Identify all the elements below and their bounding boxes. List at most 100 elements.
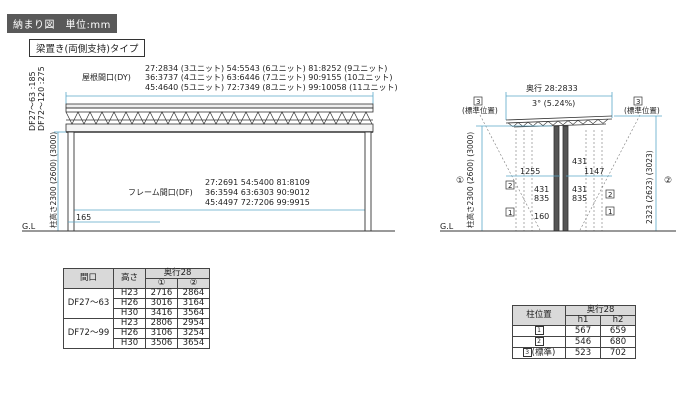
pos3-left-sym: 3 xyxy=(476,98,480,106)
dim-835-left: 835 xyxy=(534,194,549,203)
pos3-right-sym: 3 xyxy=(636,98,640,106)
roof-line-1: 27:2834 (3ユニット) 54:5543 (6ユニット) 81:8252 … xyxy=(145,64,387,73)
cell: H30 xyxy=(113,338,146,349)
position-cell: 1 xyxy=(512,325,566,337)
side-center-posts xyxy=(553,125,569,232)
dim-431-right: 431 xyxy=(572,185,587,194)
side-height-dimensions xyxy=(476,115,662,231)
cell: 2806 xyxy=(145,318,178,329)
group-name: DF27～63 xyxy=(63,288,114,319)
group-name: DF72～99 xyxy=(63,318,114,349)
table-row: 2 546 680 xyxy=(512,336,636,348)
section-title: 納まり図 単位:mm xyxy=(7,14,117,33)
table-row: 1 567 659 xyxy=(512,325,636,337)
frame-opening-label: フレーム間口(DF) xyxy=(128,188,193,197)
df-label-1: DF27～63 :185 xyxy=(28,71,37,131)
pos1-left-sym: 1 xyxy=(508,209,512,217)
cell: H26 xyxy=(113,298,146,309)
slope-label: 3° (5.24%) xyxy=(532,99,575,108)
table-row: H30 3506 3654 xyxy=(64,338,210,349)
cell: 680 xyxy=(600,336,636,348)
pos-symbol: 2 xyxy=(534,337,544,346)
cell: 3416 xyxy=(145,308,178,319)
pos-symbol: 3 xyxy=(522,348,532,357)
side-depth-label: 奥行 28:2833 xyxy=(526,83,578,93)
cell: 523 xyxy=(565,347,601,359)
front-height-dimension xyxy=(54,131,66,231)
cell: 3106 xyxy=(145,328,178,339)
th-col2: ② xyxy=(177,278,210,289)
side-circ1: ① xyxy=(456,176,464,186)
cell: 2864 xyxy=(177,288,210,299)
dim-1147: 1147 xyxy=(584,167,604,176)
cell: 2954 xyxy=(177,318,210,329)
roof-truss xyxy=(65,111,373,125)
position-cell: 2 xyxy=(512,336,566,348)
cell: 3506 xyxy=(145,338,178,349)
cell: 3654 xyxy=(177,338,210,349)
std-pos-left: (標準位置) xyxy=(462,105,498,115)
cell: H30 xyxy=(113,308,146,319)
pos3-right-box xyxy=(633,96,643,106)
pos2-left-box xyxy=(505,180,515,190)
side-height-right: 2323 (2623) (3023) xyxy=(645,150,654,224)
th-opening: 間口 xyxy=(63,268,114,289)
side-roof xyxy=(505,115,613,128)
cell: 2716 xyxy=(145,288,178,299)
pos3-left-box xyxy=(473,96,483,106)
pos1-left-box xyxy=(505,207,515,217)
table-row: DF72～99 H23 2806 2954 xyxy=(63,318,210,349)
pos1-right-sym: 1 xyxy=(608,208,612,216)
cell: 3164 xyxy=(177,298,210,309)
dim-165: 165 xyxy=(76,213,91,222)
pos-label: (標準) xyxy=(531,348,556,358)
pos-symbol: 1 xyxy=(534,326,544,335)
cell: H23 xyxy=(113,318,146,329)
dim-431-top: 431 xyxy=(572,157,587,166)
dim-431-left: 431 xyxy=(534,185,549,194)
side-circ2: ② xyxy=(664,176,672,186)
side-roof-truss xyxy=(507,118,609,128)
table-row: 3(標準) 523 702 xyxy=(512,347,636,359)
th-post-position: 柱位置 xyxy=(512,305,566,326)
dim-1255: 1255 xyxy=(520,167,540,176)
cell: H26 xyxy=(113,328,146,339)
position-cell: 3(標準) xyxy=(512,347,566,359)
frame-line-1: 27:2691 54:5400 81:8109 xyxy=(205,178,310,187)
front-height-label: 柱高さ2300 (2600) (3000) xyxy=(48,132,58,228)
pos2-left-sym: 2 xyxy=(508,182,512,190)
cell: H23 xyxy=(113,288,146,299)
cell: 546 xyxy=(565,336,601,348)
type-subtitle: 梁置き(両側支持)タイプ xyxy=(29,39,146,57)
cell: 659 xyxy=(600,325,636,337)
cell: 3564 xyxy=(177,308,210,319)
table-row: DF27～63 H23 2716 2864 xyxy=(63,288,210,319)
roof-line-3: 45:4640 (5ユニット) 72:7349 (8ユニット) 99:10058… xyxy=(145,83,398,92)
side-leader-lines xyxy=(479,114,641,231)
roof-structure xyxy=(65,103,374,133)
pos2-right-box xyxy=(605,189,615,199)
th-height: 高さ xyxy=(113,268,146,289)
pos2-right-sym: 2 xyxy=(608,191,612,199)
th-col1: ① xyxy=(145,278,178,289)
pos1-right-box xyxy=(605,206,615,216)
cell: 3254 xyxy=(177,328,210,339)
roof-opening-label: 屋根間口(DY) xyxy=(82,72,131,82)
th-h2: h2 xyxy=(600,315,636,326)
front-gl-label: G.L xyxy=(22,222,36,231)
dim-160: 160 xyxy=(534,212,549,221)
th-h1: h1 xyxy=(565,315,601,326)
df-label-2: DF72～120 :275 xyxy=(37,66,46,131)
th-depth: 奥行28 xyxy=(145,268,210,279)
side-depth-dimension xyxy=(505,92,613,120)
cell: 3016 xyxy=(145,298,178,309)
side-gl-label: G.L xyxy=(440,222,454,231)
frame-line-2: 36:3594 63:6303 90:9012 xyxy=(205,188,310,197)
roof-line-2: 36:3737 (4ユニット) 63:6446 (7ユニット) 90:9155 … xyxy=(145,73,393,82)
frame-line-3: 45:4497 72:7206 99:9915 xyxy=(205,198,310,207)
table-row: H26 3106 3254 xyxy=(64,328,210,339)
std-pos-right: (標準位置) xyxy=(624,105,660,115)
post-position-table: 柱位置 奥行28 h1 h2 1 567 659 2 546 680 3(標準)… xyxy=(512,305,636,359)
side-height-left: 柱高さ2300 (2600) (3000) xyxy=(465,132,475,228)
